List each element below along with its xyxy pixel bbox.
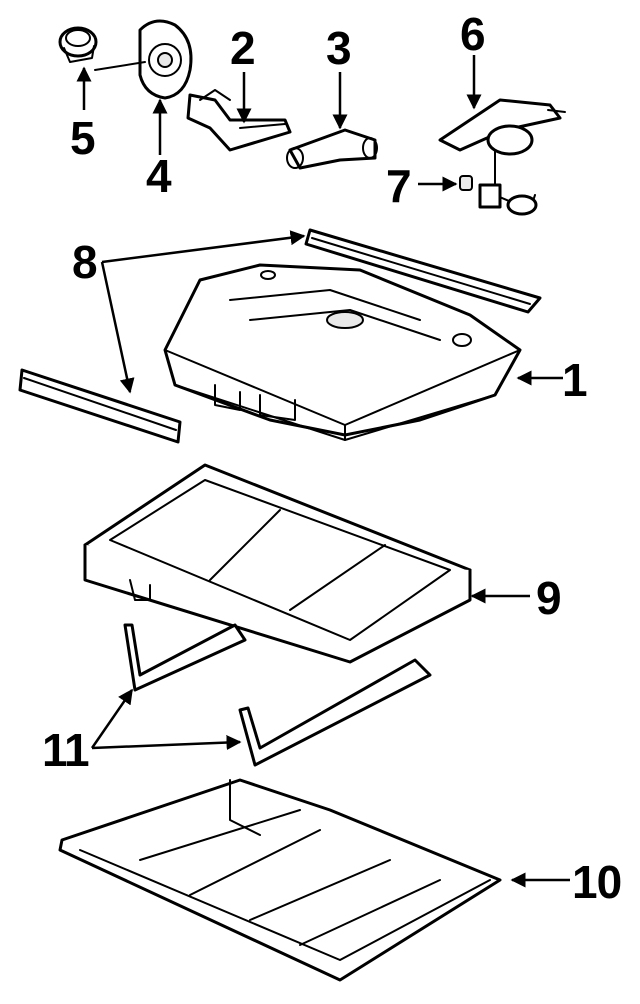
tank-tray — [83, 463, 472, 664]
fuel-pump-sender — [438, 98, 566, 216]
callout-5: 5 — [70, 112, 95, 164]
callout-1: 1 — [562, 354, 587, 406]
callout-11: 11 — [42, 724, 89, 776]
callout-9: 9 — [536, 572, 561, 624]
tank-straps — [123, 623, 432, 767]
callout-7: 7 — [386, 160, 411, 212]
callout-6: 6 — [460, 8, 485, 60]
tank-shield-strips — [18, 228, 542, 444]
callout-10: 10 — [572, 856, 621, 908]
seal-part — [459, 175, 473, 191]
callout-2: 2 — [230, 22, 255, 74]
callout-3: 3 — [326, 22, 351, 74]
filler-pipe — [186, 89, 292, 152]
fuel-tank — [163, 263, 522, 441]
callout-4: 4 — [146, 150, 172, 202]
vent-hose — [286, 128, 378, 170]
filler-housing — [94, 19, 193, 100]
callout-8: 8 — [72, 236, 97, 288]
filler-cap — [58, 26, 98, 63]
leader-lines — [76, 55, 570, 888]
skid-plate — [58, 778, 502, 982]
